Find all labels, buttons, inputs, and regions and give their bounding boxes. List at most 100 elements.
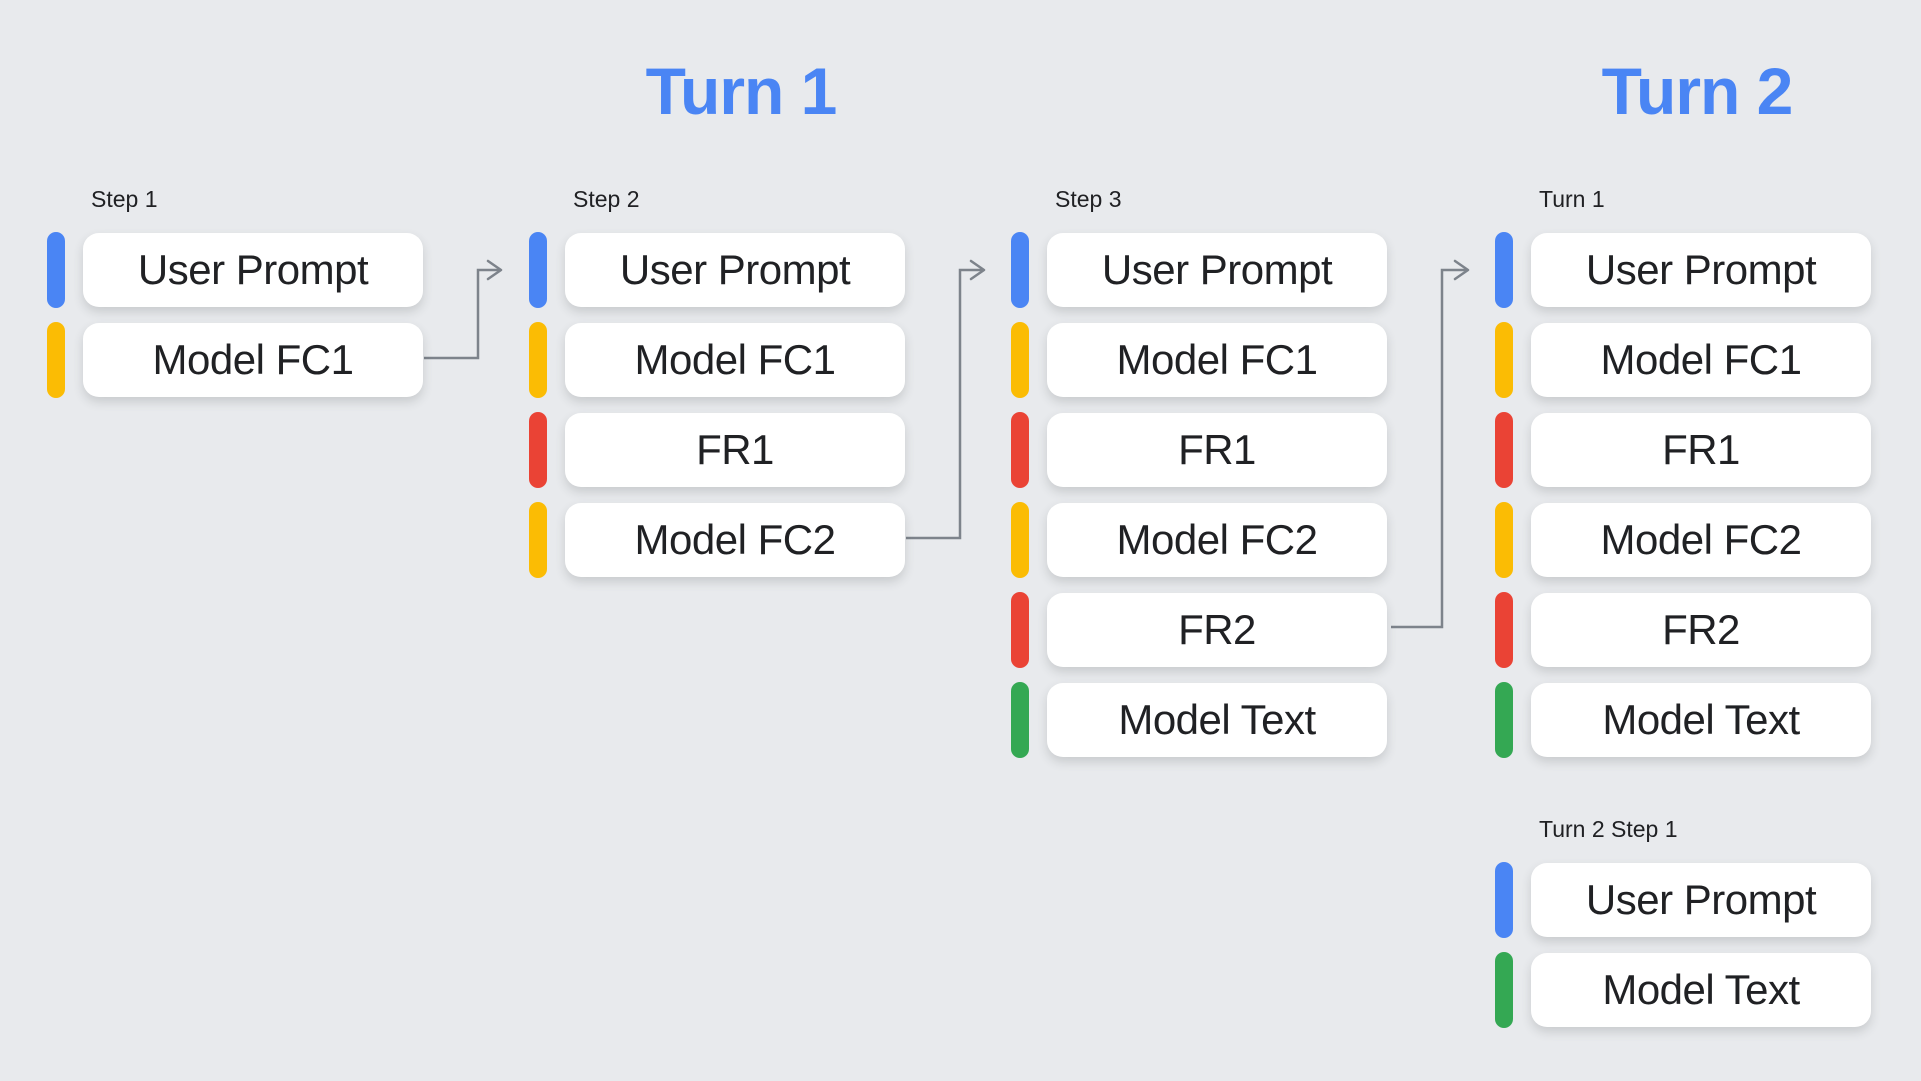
message-card: Model FC1 xyxy=(83,323,423,397)
message-card-label: User Prompt xyxy=(1101,246,1333,293)
message-card: Model FC1 xyxy=(1531,323,1871,397)
model-fc-color-bar xyxy=(1011,502,1029,578)
message-card: FR1 xyxy=(565,413,905,487)
message-card: Model FC2 xyxy=(1047,503,1387,577)
message-block-row: User Prompt xyxy=(47,232,423,308)
model-fc-color-bar xyxy=(47,322,65,398)
message-block-row: FR2 xyxy=(1495,592,1871,668)
message-card: User Prompt xyxy=(1047,233,1387,307)
function-response-color-bar xyxy=(529,412,547,488)
message-card: Model Text xyxy=(1047,683,1387,757)
message-block-row: Model FC1 xyxy=(1495,322,1871,398)
model-text-color-bar xyxy=(1495,682,1513,758)
message-block-row: Model FC2 xyxy=(1011,502,1387,578)
message-stack: User Prompt Model FC1 FR1 Model FC2 xyxy=(529,232,905,578)
message-card: User Prompt xyxy=(1531,233,1871,307)
turn-2-title: Turn 2 xyxy=(1601,54,1794,128)
message-card: FR2 xyxy=(1047,593,1387,667)
message-card: Model FC2 xyxy=(1531,503,1871,577)
message-stack: User Prompt Model Text xyxy=(1495,862,1871,1028)
message-block-row: Model FC1 xyxy=(47,322,423,398)
message-block-row: User Prompt xyxy=(1495,862,1871,938)
message-block-row: User Prompt xyxy=(1495,232,1871,308)
column-turn-2-step-1: Turn 2 Step 1 User Prompt Model Text xyxy=(1495,816,1871,1043)
message-block-row: Model FC2 xyxy=(529,502,905,578)
message-block-row: User Prompt xyxy=(1011,232,1387,308)
message-card: User Prompt xyxy=(83,233,423,307)
message-card: FR2 xyxy=(1531,593,1871,667)
message-block-row: Model Text xyxy=(1495,682,1871,758)
column-label: Turn 2 Step 1 xyxy=(1539,816,1678,842)
message-card-label: Model FC2 xyxy=(1116,516,1318,563)
column-step-2: Step 2 User Prompt Model FC1 FR1 Model F… xyxy=(529,186,905,593)
message-card-label: Model FC1 xyxy=(634,336,836,383)
column-label: Step 2 xyxy=(573,186,640,212)
message-card-label: User Prompt xyxy=(1585,246,1817,293)
function-response-color-bar xyxy=(1011,412,1029,488)
message-block-row: Model FC1 xyxy=(1011,322,1387,398)
message-card: Model FC2 xyxy=(565,503,905,577)
model-text-color-bar xyxy=(1011,682,1029,758)
message-card-label: Model Text xyxy=(1602,966,1800,1013)
message-card: FR1 xyxy=(1047,413,1387,487)
column-label: Turn 1 xyxy=(1539,186,1605,212)
message-card-label: FR2 xyxy=(1662,606,1740,653)
flow-arrow xyxy=(424,259,503,360)
message-card-label: FR1 xyxy=(696,426,774,473)
flow-arrow xyxy=(906,259,986,540)
function-response-color-bar xyxy=(1495,592,1513,668)
message-card-label: FR1 xyxy=(1178,426,1256,473)
message-card-label: User Prompt xyxy=(1585,876,1817,923)
flow-arrow xyxy=(1391,259,1470,629)
model-fc-color-bar xyxy=(1495,322,1513,398)
message-block-row: FR2 xyxy=(1011,592,1387,668)
turn-1-title: Turn 1 xyxy=(645,54,838,128)
message-block-row: FR1 xyxy=(1495,412,1871,488)
column-label: Step 1 xyxy=(91,186,158,212)
user-prompt-color-bar xyxy=(47,232,65,308)
message-card-label: Model FC1 xyxy=(1600,336,1802,383)
message-card: Model Text xyxy=(1531,953,1871,1027)
user-prompt-color-bar xyxy=(529,232,547,308)
column-step-3: Step 3 User Prompt Model FC1 FR1 Model F… xyxy=(1011,186,1387,773)
message-card: Model FC1 xyxy=(1047,323,1387,397)
message-block-row: Model Text xyxy=(1011,682,1387,758)
message-card-label: FR2 xyxy=(1178,606,1256,653)
message-block-row: Model FC1 xyxy=(529,322,905,398)
message-card-label: Model Text xyxy=(1602,696,1800,743)
message-card-label: User Prompt xyxy=(619,246,851,293)
message-stack: User Prompt Model FC1 xyxy=(47,232,423,398)
message-block-row: FR1 xyxy=(1011,412,1387,488)
message-card-label: Model FC1 xyxy=(1116,336,1318,383)
message-card: User Prompt xyxy=(565,233,905,307)
column-turn-1: Turn 1 User Prompt Model FC1 FR1 Model F… xyxy=(1495,186,1871,773)
model-fc-color-bar xyxy=(529,322,547,398)
message-card-label: User Prompt xyxy=(137,246,369,293)
message-card: FR1 xyxy=(1531,413,1871,487)
model-text-color-bar xyxy=(1495,952,1513,1028)
user-prompt-color-bar xyxy=(1495,232,1513,308)
message-card-label: Model FC1 xyxy=(152,336,354,383)
model-fc-color-bar xyxy=(529,502,547,578)
user-prompt-color-bar xyxy=(1495,862,1513,938)
message-block-row: FR1 xyxy=(529,412,905,488)
user-prompt-color-bar xyxy=(1011,232,1029,308)
function-response-color-bar xyxy=(1011,592,1029,668)
message-block-row: Model Text xyxy=(1495,952,1871,1028)
message-block-row: User Prompt xyxy=(529,232,905,308)
message-card-label: Model FC2 xyxy=(634,516,836,563)
model-fc-color-bar xyxy=(1011,322,1029,398)
column-step-1: Step 1 User Prompt Model FC1 xyxy=(47,186,423,413)
message-block-row: Model FC2 xyxy=(1495,502,1871,578)
model-fc-color-bar xyxy=(1495,502,1513,578)
message-card-label: Model Text xyxy=(1118,696,1316,743)
message-stack: User Prompt Model FC1 FR1 Model FC2 FR2 … xyxy=(1011,232,1387,758)
message-card: Model Text xyxy=(1531,683,1871,757)
column-label: Step 3 xyxy=(1055,186,1122,212)
message-card-label: Model FC2 xyxy=(1600,516,1802,563)
message-card-label: FR1 xyxy=(1662,426,1740,473)
message-card: Model FC1 xyxy=(565,323,905,397)
function-response-color-bar xyxy=(1495,412,1513,488)
message-card: User Prompt xyxy=(1531,863,1871,937)
message-stack: User Prompt Model FC1 FR1 Model FC2 FR2 … xyxy=(1495,232,1871,758)
